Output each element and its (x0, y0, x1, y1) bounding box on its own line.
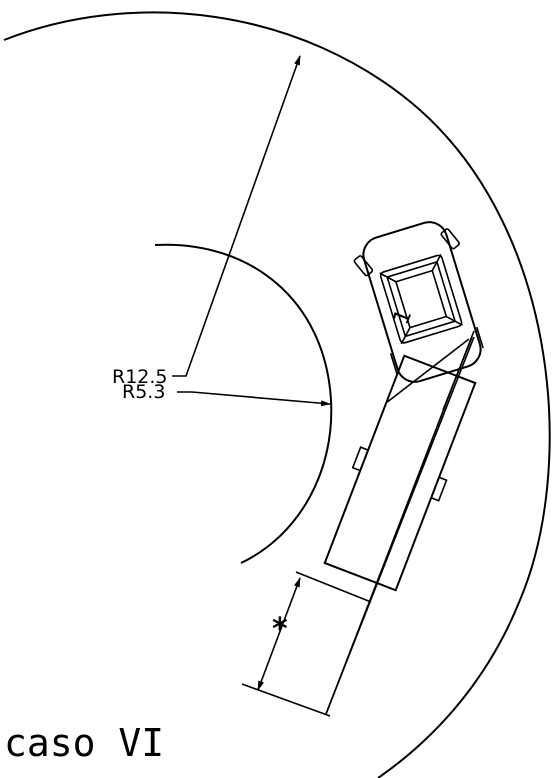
drawbar-line-right (325, 336, 475, 715)
inner-radius-dimension-line (177, 391, 331, 407)
offset-marker-label: * (272, 612, 288, 647)
offset-extension-top (295, 571, 372, 603)
outer-turning-arc (3, 11, 551, 778)
front-right-wheel (440, 228, 460, 250)
trailer-left-wheel (351, 446, 370, 472)
trailer-body (323, 354, 477, 592)
trailer-edge-line-right (442, 336, 473, 411)
outer-radius-dimension-line (172, 55, 301, 377)
measure-line-label: 1 (389, 306, 417, 328)
trailer-edge-line-left (385, 338, 470, 404)
trailer-right-wheel (430, 476, 448, 502)
offset-extension-bottom (241, 683, 331, 717)
outer-radius-label: R12.5 (112, 366, 168, 388)
front-left-wheel (353, 255, 374, 277)
inner-radius-label: R5.3 (122, 381, 165, 403)
diagram-caption: caso VI (4, 721, 164, 765)
inner-turning-arc (154, 243, 333, 564)
offset-dimension-line (257, 577, 301, 691)
tractor-vehicle (353, 221, 484, 383)
